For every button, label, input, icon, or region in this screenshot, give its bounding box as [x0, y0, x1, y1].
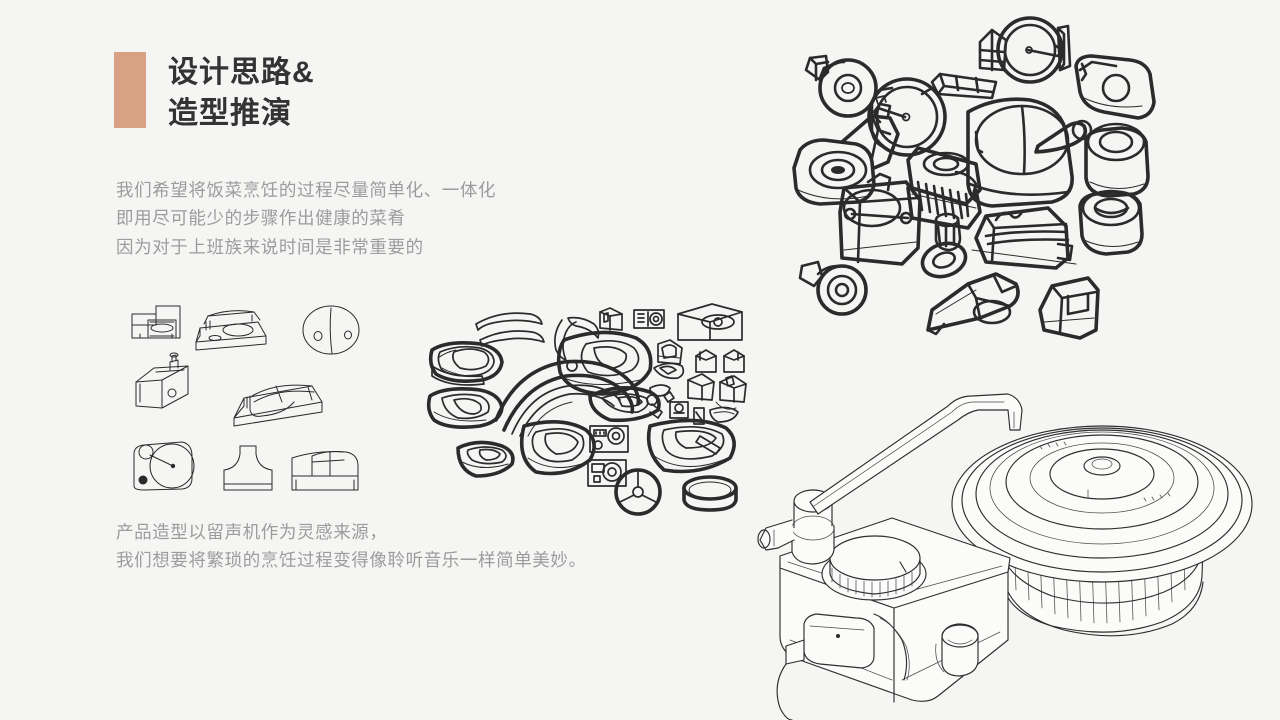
- side-button: [935, 623, 979, 677]
- page-title: 设计思路& 造型推演: [114, 52, 315, 135]
- intro-paragraph: 我们希望将饭菜烹饪的过程尽量简单化、一体化 即用尽可能少的步骤作出健康的菜肴 因…: [116, 180, 497, 257]
- tonearm: [809, 393, 1023, 515]
- structured-form-studies-sketch: [126, 298, 376, 493]
- pot-lid: [951, 425, 1253, 583]
- bold-ink-concept-sketches: [780, 12, 1170, 342]
- freehand-form-exploration-sketch: [424, 300, 764, 516]
- page-title-text: 设计思路& 造型推演: [168, 56, 315, 131]
- gramophone-cooker-render: [752, 368, 1253, 720]
- caption-paragraph: 产品造型以留声机作为灵感来源， 我们想要将繁琐的烹饪过程变得像聆听音乐一样简单美…: [116, 522, 587, 571]
- base-handle-slot: [873, 613, 910, 681]
- control-knob: [821, 535, 927, 601]
- power-connector: [776, 613, 875, 720]
- accent-bar: [114, 52, 146, 128]
